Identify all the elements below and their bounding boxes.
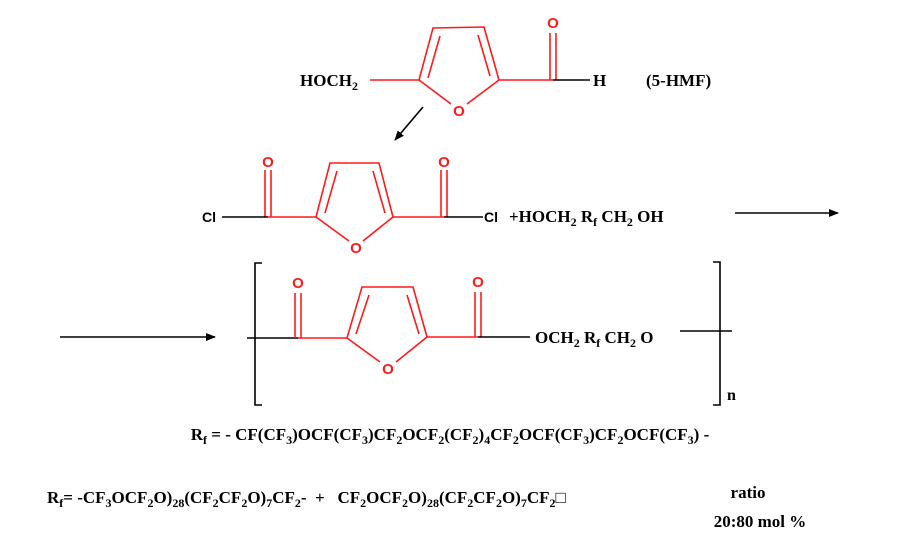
formula-text: CF — [490, 425, 513, 444]
subscript: 2 — [550, 496, 556, 510]
ring-oxygen: O — [382, 361, 394, 378]
right-bracket — [713, 261, 721, 406]
chlorine-right: Cl — [484, 209, 498, 225]
formula-text: OCH — [535, 328, 574, 347]
subscript: 2 — [630, 336, 636, 350]
subscript: 7 — [521, 496, 527, 510]
formula-text: )OCF(CF — [292, 425, 362, 444]
subscript: f — [596, 336, 601, 350]
formula-text: OCF — [112, 488, 148, 507]
formula-text: CF — [219, 488, 242, 507]
formula-text: - + CF — [301, 488, 360, 507]
subscript: 2 — [295, 496, 301, 510]
formula-text: □ — [556, 488, 566, 507]
subscript: 2 — [360, 496, 366, 510]
formula-text: OH — [633, 207, 664, 226]
subscript: 2 — [467, 496, 473, 510]
subscript: f — [593, 215, 598, 229]
formula-text: +HOCH — [509, 207, 571, 226]
subscript: f — [203, 433, 208, 447]
chlorine-left: Cl — [202, 209, 216, 225]
subscript: 3 — [688, 433, 694, 447]
formula-text: CF — [272, 488, 295, 507]
formula-text: R — [47, 488, 60, 507]
carbonyl-oxygen: O — [547, 15, 559, 32]
carbonyl-oxygen-left: O — [262, 154, 274, 171]
hmf-label: (5-HMF) — [646, 71, 711, 90]
formula-text: O) — [502, 488, 521, 507]
formula-text: CF — [527, 488, 550, 507]
formula-text: ) — [479, 425, 485, 444]
formula-text: O) — [153, 488, 172, 507]
polymer-repeat-unit: O O O OCH2 Rf CH2 O n — [247, 261, 736, 406]
subscript: 2 — [473, 433, 479, 447]
subscript: 3 — [362, 433, 368, 447]
ring-oxygen: O — [350, 240, 362, 257]
aldehyde-hydrogen: H — [593, 71, 606, 90]
subscript: 2 — [147, 496, 153, 510]
subscript: 2 — [617, 433, 623, 447]
formula-text: (CF — [439, 488, 467, 507]
subscript: 2 — [571, 215, 577, 229]
formula-text: OCF — [366, 488, 402, 507]
subscript: 2 — [574, 336, 580, 350]
oxidation-arrow — [394, 106, 424, 141]
hmf-molecule: O O HOCH2 H (5-HMF) — [300, 15, 711, 120]
formula-text: CF — [473, 488, 496, 507]
formula-text: CH — [600, 328, 630, 347]
subscript: 3 — [286, 433, 292, 447]
subscript: 3 — [583, 433, 589, 447]
formula-text: ) - — [694, 425, 710, 444]
subscript: 28 — [427, 496, 439, 510]
formula-text: )CF — [368, 425, 396, 444]
subscript: 7 — [266, 496, 272, 510]
fluorinated-chain: OCH2 Rf CH2 O — [535, 328, 654, 350]
carbonyl-oxygen-right: O — [438, 154, 450, 171]
formula-text: )CF — [589, 425, 617, 444]
formula-text: OCF — [402, 425, 438, 444]
furan-ring: O — [418, 26, 500, 120]
formula-text: R — [191, 425, 204, 444]
formula-text: R — [577, 207, 594, 226]
formula-text: O — [636, 328, 653, 347]
subscript: 2 — [627, 215, 633, 229]
subscript: 2 — [402, 496, 408, 510]
ring-oxygen: O — [453, 103, 465, 120]
formula-text: (CF — [184, 488, 212, 507]
subscript: 3 — [106, 496, 112, 510]
subscript: 2 — [213, 496, 219, 510]
subscript: 2 — [241, 496, 247, 510]
hydroxymethyl-group: HOCH2 — [300, 71, 358, 93]
subscript: 2 — [513, 433, 519, 447]
subscript: f — [59, 496, 64, 510]
formula-text: = -CF — [63, 488, 105, 507]
rf-definition-1: Rf = - CF(CF3)OCF(CF3)CF2OCF2(CF2)4CF2OC… — [191, 425, 710, 447]
formula-text: HOCH — [300, 71, 352, 90]
formula-text: R — [580, 328, 597, 347]
formula-text: CH — [597, 207, 627, 226]
subscript: 4 — [484, 433, 490, 447]
formula-text: = - CF(CF — [207, 425, 286, 444]
formula-text: O) — [408, 488, 427, 507]
ratio-value: 20:80 mol % — [714, 512, 807, 531]
subscript: 2 — [496, 496, 502, 510]
formula-text: (CF — [444, 425, 472, 444]
subscript: 2 — [438, 433, 444, 447]
subscript: 2 — [352, 79, 358, 93]
formula-text: OCF(CF — [623, 425, 687, 444]
carbonyl-oxygen-left: O — [292, 275, 304, 292]
acid-chloride-molecule: O O O Cl Cl +HOCH2 Rf CH2 OH — [202, 154, 664, 257]
ratio-label: ratio — [731, 483, 766, 502]
subscript: 2 — [396, 433, 402, 447]
repeat-count: n — [727, 387, 736, 404]
formula-text: O) — [247, 488, 266, 507]
formula-text: OCF(CF — [519, 425, 583, 444]
rf-definition-2: Rf= -CF3OCF2O)28(CF2CF2O)7CF2- + CF2OCF2… — [47, 488, 566, 510]
subscript: 28 — [172, 496, 184, 510]
carbonyl-oxygen-right: O — [472, 274, 484, 291]
left-bracket — [254, 262, 262, 406]
diol-reagent: +HOCH2 Rf CH2 OH — [509, 207, 664, 229]
